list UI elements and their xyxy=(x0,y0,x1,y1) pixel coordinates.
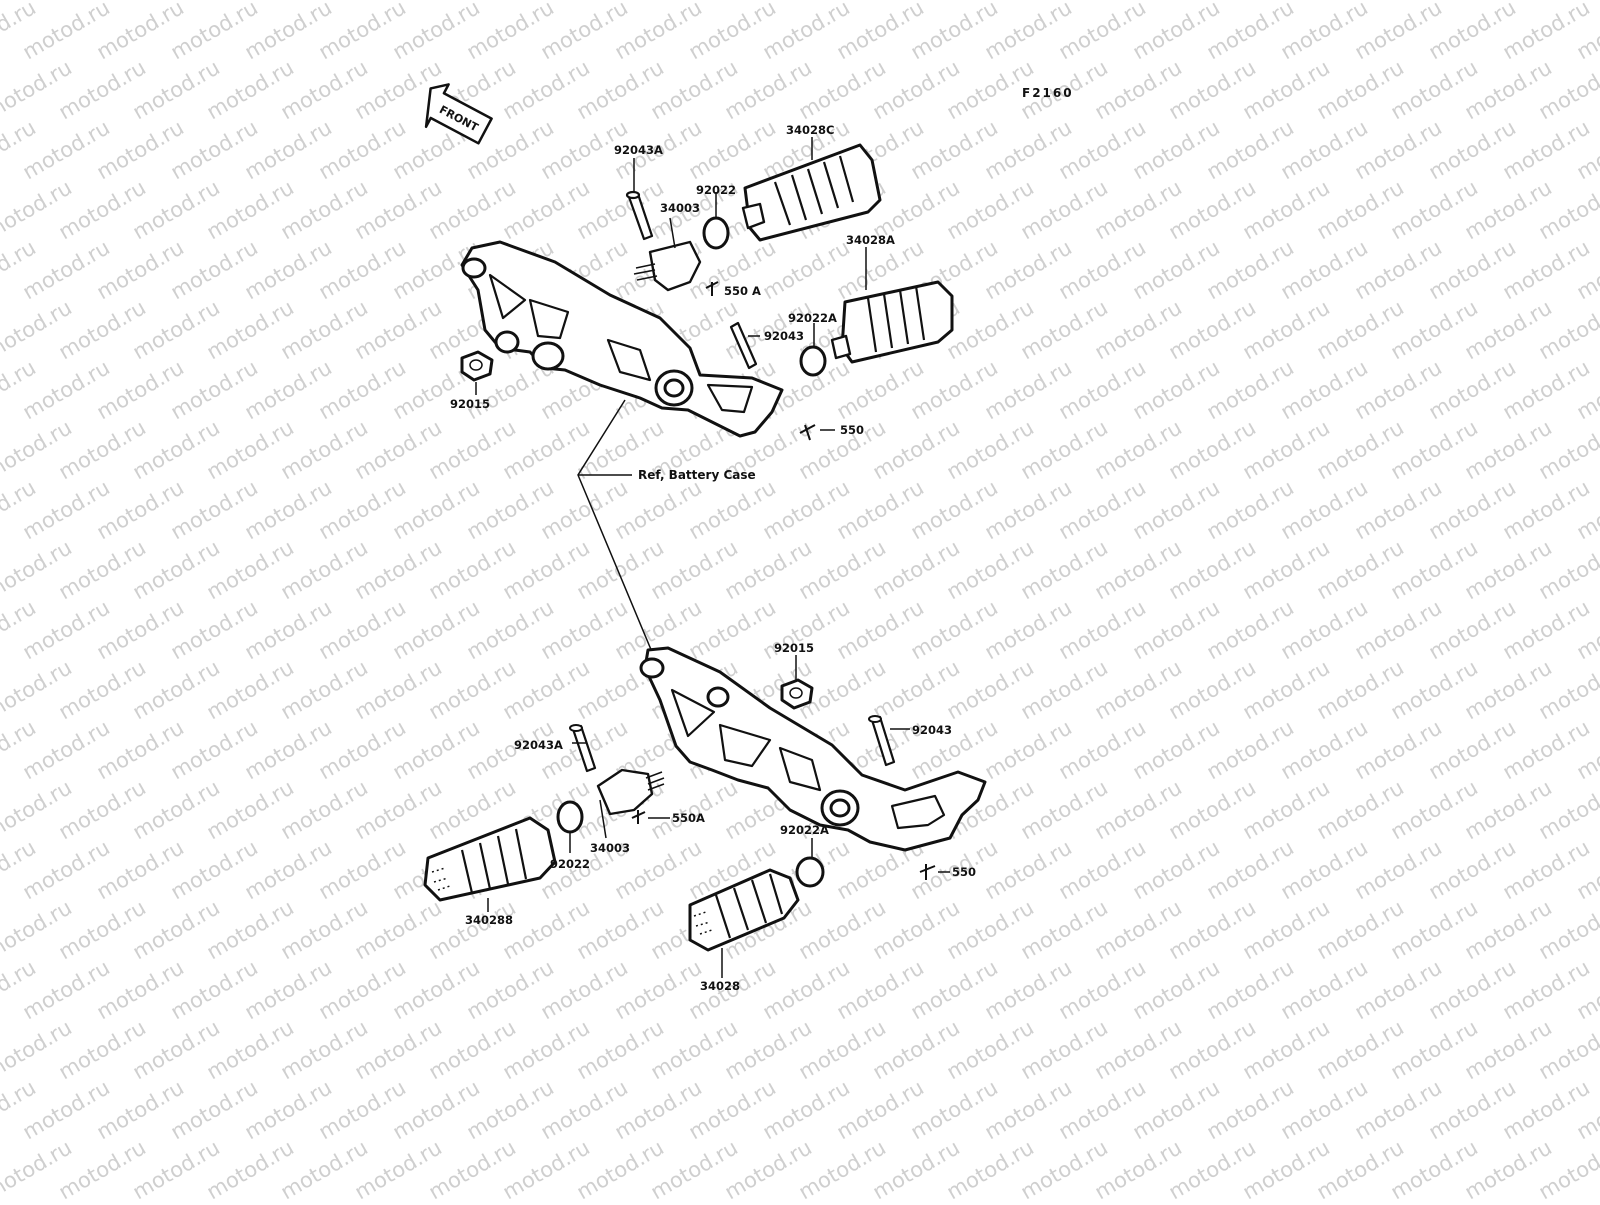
reference-label: Ref, Battery Case xyxy=(638,468,756,482)
watermark-text: motod.ru xyxy=(0,0,2,4)
upper-washer-92022 xyxy=(704,218,728,248)
lower-nut-92015 xyxy=(782,680,812,708)
part-label-550a-upper: 550 A xyxy=(724,284,761,298)
part-label-550-lower: 550 xyxy=(952,865,976,879)
part-label-92022-lower: 92022 xyxy=(550,857,590,871)
part-label-92015-upper: 92015 xyxy=(450,397,490,411)
part-label-92043-lower: 92043 xyxy=(912,723,952,737)
part-label-34003-lower: 34003 xyxy=(590,841,630,855)
part-label-34028a: 34028A xyxy=(846,233,895,247)
upper-nut-92015 xyxy=(462,352,492,380)
lower-pin-92043-head xyxy=(869,716,881,722)
part-label-92043a-upper: 92043A xyxy=(614,143,663,157)
lower-washer-92022 xyxy=(558,802,582,832)
diagram-code: F2160 xyxy=(1022,86,1074,100)
part-label-92022a-upper: 92022A xyxy=(788,311,837,325)
part-label-92043a-lower: 92043A xyxy=(514,738,563,752)
part-label-550-upper: 550 xyxy=(840,423,864,437)
part-label-92043-upper: 92043 xyxy=(764,329,804,343)
lower-pivot-pin-92043a-head xyxy=(570,725,582,731)
part-label-550a-lower: 550A xyxy=(672,811,705,825)
part-label-92022a-lower: 92022A xyxy=(780,823,829,837)
part-label-92015-lower: 92015 xyxy=(774,641,814,655)
part-label-34028c: 34028C xyxy=(786,123,834,137)
part-label-34028: 34028 xyxy=(700,979,740,993)
part-label-34003-upper: 34003 xyxy=(660,201,700,215)
part-label-340288: 340288 xyxy=(465,913,513,927)
upper-washer-92022a xyxy=(801,347,825,375)
lower-washer-92022a xyxy=(797,858,823,886)
part-label-92022-upper: 92022 xyxy=(696,183,736,197)
